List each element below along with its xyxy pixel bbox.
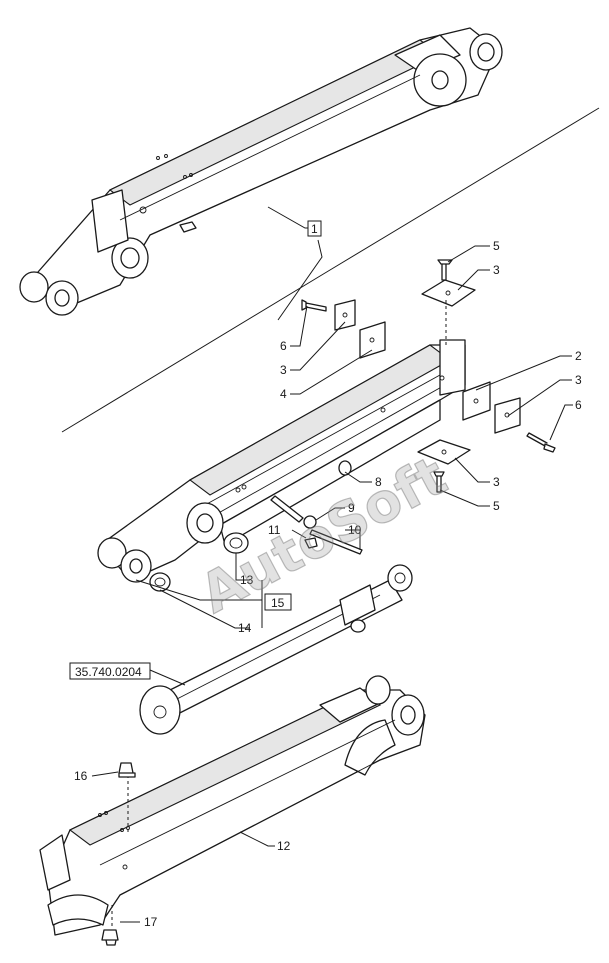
callout-label-3-right: 3 <box>575 373 582 387</box>
callout-label-2: 2 <box>575 349 582 363</box>
outer-boom <box>39 675 426 936</box>
cylinder-reference: 35.740.0204 <box>75 665 142 679</box>
bushing-14 <box>149 572 171 592</box>
screw-upper-left <box>301 299 327 312</box>
inner-boom <box>97 339 466 583</box>
ring-9 <box>303 515 317 529</box>
callout-label-10: 10 <box>348 523 362 537</box>
pins-and-bushings <box>149 460 363 592</box>
callout-1: 1 <box>267 206 323 321</box>
grease-fitting-16 <box>118 762 136 778</box>
callout-label-12: 12 <box>277 839 291 853</box>
callout-label-14: 14 <box>238 621 252 635</box>
callout-labels: 5 3 6 3 4 2 3 6 3 5 8 9 10 11 13 14 15 3… <box>69 239 582 929</box>
callout-label-11: 11 <box>268 523 281 537</box>
callout-label-8: 8 <box>375 475 382 489</box>
extension-cylinder <box>139 564 413 735</box>
grease-fittings <box>101 762 136 946</box>
pad-side-a <box>462 381 491 421</box>
callout-label-9: 9 <box>348 501 355 515</box>
screw-top <box>437 259 453 281</box>
callout-label-4: 4 <box>280 387 287 401</box>
callout-label-15: 15 <box>271 596 285 610</box>
pad-top-horizontal <box>421 279 476 307</box>
screw-right <box>526 432 556 453</box>
callout-label-5-top: 5 <box>493 239 500 253</box>
clip-11 <box>304 537 318 549</box>
callout-label-6-right: 6 <box>575 398 582 412</box>
pad-upper-b <box>359 321 386 359</box>
callout-label-3-top: 3 <box>493 263 500 277</box>
grease-fitting-17 <box>101 929 119 946</box>
callout-label-16: 16 <box>74 769 88 783</box>
pin-10 <box>309 529 363 555</box>
callout-label-13: 13 <box>240 573 254 587</box>
pad-upper-a <box>334 299 356 331</box>
callout-label-1: 1 <box>311 222 318 236</box>
pin-8 <box>270 495 304 523</box>
callout-label-5-bottom: 5 <box>493 499 500 513</box>
screw-bottom <box>433 471 445 493</box>
callout-label-17: 17 <box>144 915 158 929</box>
upper-boom <box>19 27 503 316</box>
callout-label-6-left: 6 <box>280 339 287 353</box>
section-divider <box>61 107 600 433</box>
callout-label-3-bottom: 3 <box>493 475 500 489</box>
leader-lines <box>91 245 573 923</box>
callout-label-3-left: 3 <box>280 363 287 377</box>
pad-bottom-horizontal <box>417 439 471 465</box>
pad-side-b <box>494 397 521 434</box>
